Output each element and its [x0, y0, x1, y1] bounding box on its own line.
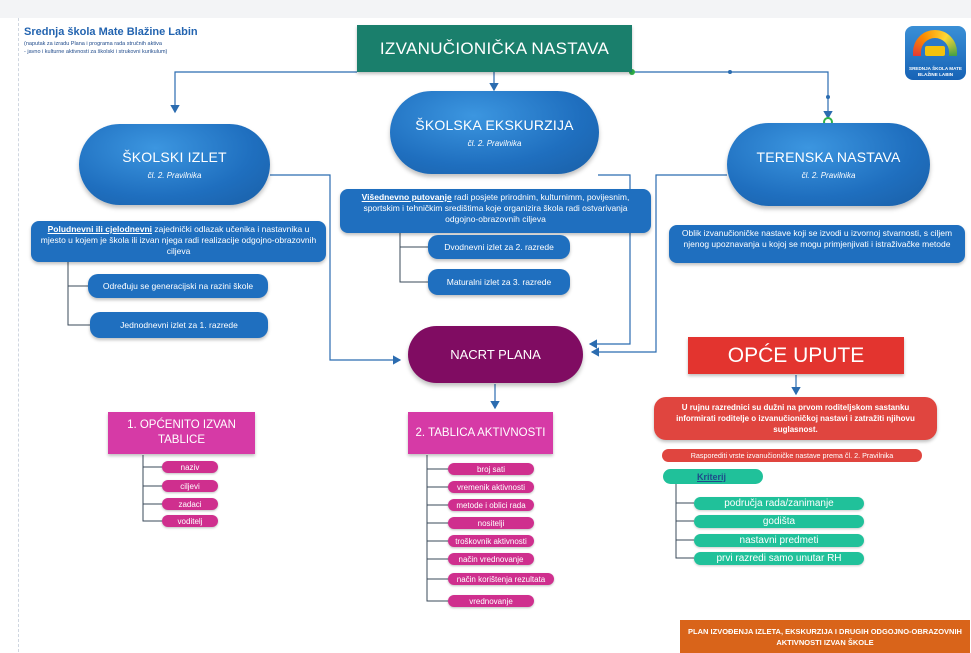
criteria-label-text: Kriterij — [697, 471, 727, 482]
school-logo: SREDNJA ŠKOLA MATE BLAŽINE LABIN — [905, 26, 966, 80]
izlet-desc-rest: zajednički odlazak učenika i nastavnika … — [40, 224, 317, 256]
branch-izlet-name: ŠKOLSKI IZLET — [122, 149, 227, 165]
main-title: IZVANUČIONIČKA NASTAVA — [357, 25, 632, 72]
ekskurzija-desc-lead: Višednevno putovanje — [361, 192, 452, 202]
ekskurzija-item-1: Dvodnevni izlet za 2. razrede — [428, 235, 570, 259]
branch-ekskurzija-name: ŠKOLSKA EKSKURZIJA — [415, 117, 574, 133]
ekskurzija-desc-rest: radi posjete prirodnim, kulturnimm, povi… — [363, 192, 630, 224]
bus-icon — [925, 46, 945, 56]
opce-upute-note: U rujnu razrednici su dužni na prvom rod… — [654, 397, 937, 440]
branch-terenska-nastava: TERENSKA NASTAVA čl. 2. Pravilnika — [727, 123, 930, 206]
school-note-line1: (naputak za izradu Plana i programa rada… — [24, 41, 162, 47]
nacrt-plana: NACRT PLANA — [408, 326, 583, 383]
izlet-item-2: Jednodnevni izlet za 1. razrede — [90, 312, 268, 338]
branch-ekskurzija-ref: čl. 2. Pravilnika — [467, 139, 522, 148]
ekskurzija-item-2: Maturalni izlet za 3. razrede — [428, 269, 570, 295]
top-band — [0, 0, 971, 18]
izlet-item-1: Određuju se generacijski na razini škole — [88, 274, 268, 298]
criteria-item-2: godišta — [694, 515, 864, 528]
branch-terenska-ref: čl. 2. Pravilnika — [801, 171, 856, 180]
table1-title: 1. OPĆENITO IZVAN TABLICE — [108, 412, 255, 454]
ekskurzija-description: Višednevno putovanje radi posjete prirod… — [340, 189, 651, 233]
branch-skolska-ekskurzija: ŠKOLSKA EKSKURZIJA čl. 2. Pravilnika — [390, 91, 599, 174]
school-note-line2: - javno i kulturne aktivnosti za školski… — [24, 49, 168, 55]
school-name: Srednja škola Mate Blažine Labin — [24, 26, 198, 38]
branch-terenska-name: TERENSKA NASTAVA — [756, 149, 901, 165]
opce-upute-rule: Rasporediti vrste izvanučioničke nastave… — [662, 449, 922, 462]
table1-item-4: voditelj — [162, 515, 218, 527]
table2-item-2: vremenik aktivnosti — [448, 481, 534, 493]
table1-item-1: naziv — [162, 461, 218, 473]
table1-item-2: ciljevi — [162, 480, 218, 492]
school-note: (naputak za izradu Plana i programa rada… — [24, 40, 224, 56]
izlet-description: Poludnevni ili cjelodnevni zajednički od… — [31, 221, 326, 262]
criteria-item-1: područja rada/zanimanje — [694, 497, 864, 510]
logo-text: SREDNJA ŠKOLA MATE BLAŽINE LABIN — [909, 66, 962, 77]
table2-item-1: broj sati — [448, 463, 534, 475]
table2-title: 2. TABLICA AKTIVNOSTI — [408, 412, 553, 454]
opce-upute-title: OPĆE UPUTE — [688, 337, 904, 374]
table2-item-8: vrednovanje — [448, 595, 534, 607]
branch-izlet-ref: čl. 2. Pravilnika — [147, 171, 202, 180]
table2-item-7: način korištenja rezultata — [448, 573, 554, 585]
table2-item-4: nositelji — [448, 517, 534, 529]
criteria-item-4: prvi razredi samo unutar RH — [694, 552, 864, 565]
criteria-item-3: nastavni predmeti — [694, 534, 864, 547]
table2-item-6: način vrednovanje — [448, 553, 534, 565]
branch-skolski-izlet: ŠKOLSKI IZLET čl. 2. Pravilnika — [79, 124, 270, 205]
footer-banner: PLAN IZVOĐENJA IZLETA, EKSKURZIJA I DRUG… — [680, 620, 970, 653]
criteria-label: Kriterij — [663, 469, 763, 484]
table2-item-5: troškovnik aktivnosti — [448, 535, 534, 547]
terenska-description: Oblik izvanučioničke nastave koji se izv… — [669, 225, 965, 263]
table2-item-3: metode i oblici rada — [448, 499, 534, 511]
izlet-desc-lead: Poludnevni ili cjelodnevni — [47, 224, 153, 234]
table1-item-3: zadaci — [162, 498, 218, 510]
